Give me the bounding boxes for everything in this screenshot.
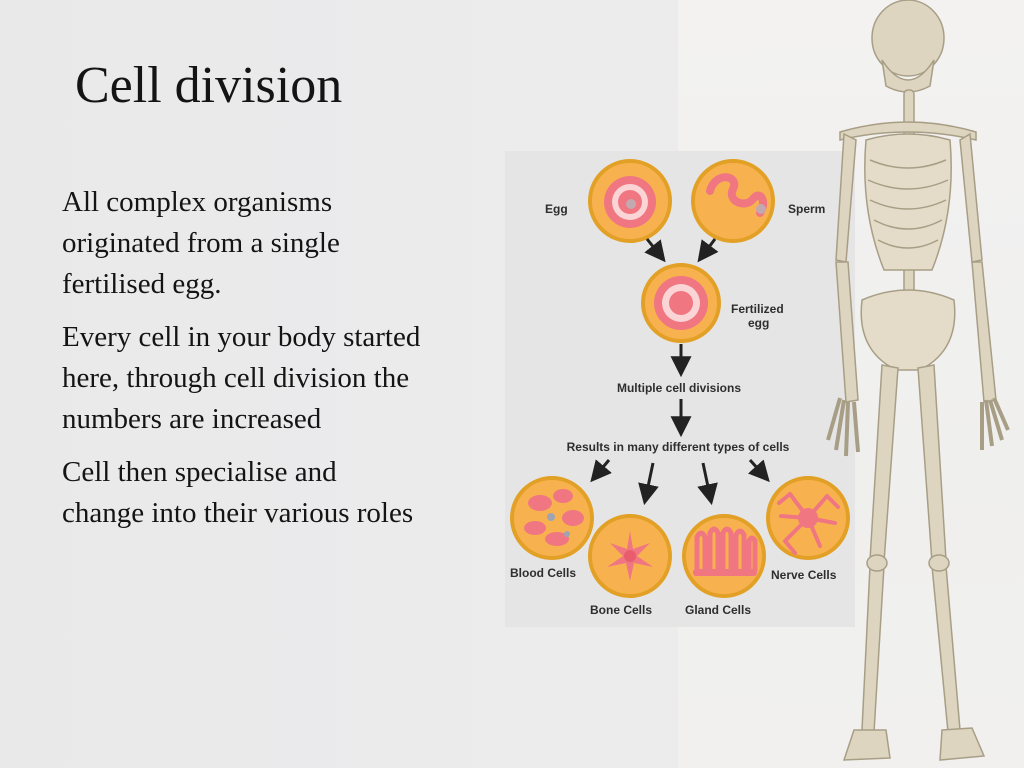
blood-cells-label: Blood Cells (510, 566, 576, 580)
fertilized-label-line2: egg (748, 316, 769, 330)
egg-cell-icon (588, 159, 672, 243)
slide-title: Cell division (75, 57, 343, 114)
arrow-sperm-to-fertilized (697, 238, 719, 263)
arrow-to-nerve (747, 458, 770, 483)
nerve-cells-icon (766, 476, 850, 560)
blood-cells-icon (510, 476, 594, 560)
fertilized-egg-icon (641, 263, 721, 343)
body-text: All complex organisms originated from a … (62, 182, 422, 546)
bone-cells-label: Bone Cells (590, 603, 652, 617)
paragraph-origin: All complex organisms originated from a … (62, 186, 340, 300)
bone-cells-icon (588, 514, 672, 598)
arrow-to-blood (590, 459, 612, 483)
cell-division-diagram: Egg Sperm Fertilized egg Multiple cell d… (505, 151, 855, 627)
sperm-label: Sperm (788, 202, 825, 216)
nerve-cells-label: Nerve Cells (771, 568, 837, 582)
step-results: Results in many different types of cells (567, 440, 790, 454)
gland-cells-label: Gland Cells (685, 603, 751, 617)
paragraph-specialise: Cell then specialise and change into the… (62, 456, 414, 529)
human-skeleton-icon (826, 0, 1010, 761)
cell-division-svg: Egg Sperm Fertilized egg Multiple cell d… (510, 159, 850, 617)
gland-cells-icon (682, 514, 766, 598)
egg-label: Egg (545, 202, 568, 216)
paragraph-division: Every cell in your body started here, th… (62, 321, 421, 435)
sperm-cell-icon (691, 159, 775, 243)
arrow-to-bone (638, 462, 659, 506)
arrow-egg-to-fertilized (644, 238, 666, 263)
step-multiple-divisions: Multiple cell divisions (617, 381, 741, 395)
arrow-to-gland (697, 462, 718, 506)
fertilized-label-line1: Fertilized (731, 302, 784, 316)
